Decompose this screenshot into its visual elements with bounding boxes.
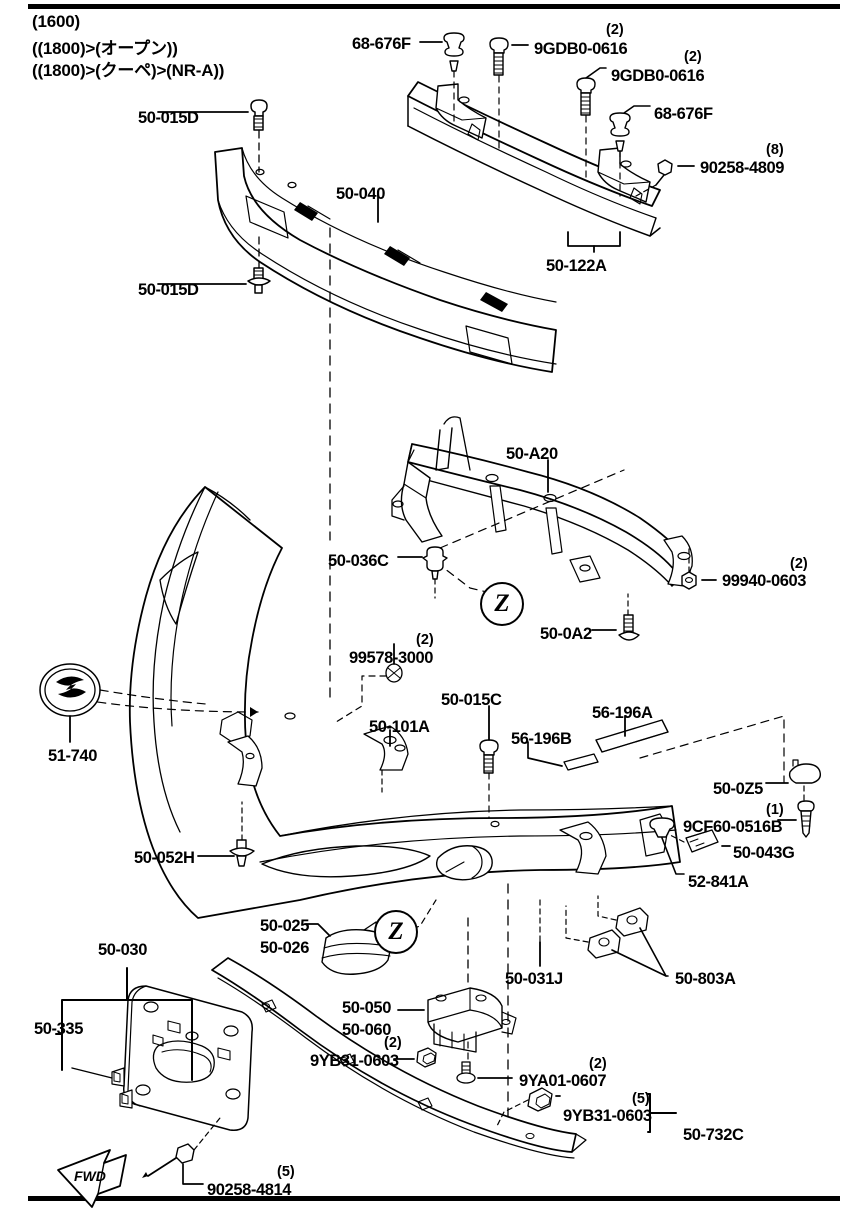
part-quantity-9cf60-0516b: (1) [766,802,784,818]
part-number-52-841a: 52-841A [688,873,749,891]
part-number-50-732c: 50-732C [683,1126,744,1144]
part-number-68-676f: 68-676F [352,35,411,53]
bottom-divider-rule [28,1196,840,1201]
part-number-9gdb0-0616: 9GDB0-0616 [611,67,705,85]
part-number-50-036c: 50-036C [328,552,389,570]
part-number-51-740: 51-740 [48,747,97,765]
part-quantity-9yb31-0603: (2) [384,1035,402,1051]
part-number-56-196b: 56-196B [511,730,572,748]
part-number-50-030: 50-030 [98,941,147,959]
part-number-50-122a: 50-122A [546,257,607,275]
part-number-50-0z5: 50-0Z5 [713,780,763,798]
part-number-50-040: 50-040 [336,185,385,203]
part-number-56-196a: 56-196A [592,704,653,722]
part-quantity-99578-3000: (2) [416,632,434,648]
part-number-50-a20: 50-A20 [506,445,558,463]
part-quantity-99940-0603: (2) [790,556,808,572]
part-number-50-052h: 50-052H [134,849,195,867]
part-number-9yb31-0603: 9YB31-0603 [310,1052,399,1070]
part-quantity-9ya01-0607: (2) [589,1056,607,1072]
section-marker-z-lower: Z [374,910,418,954]
part-number-9cf60-0516b: 9CF60-0516B [683,818,783,836]
part-number-50-026: 50-026 [260,939,309,957]
part-number-50-031j: 50-031J [505,970,563,988]
part-number-99578-3000: 99578-3000 [349,649,434,667]
part-quantity-9gdb0-0616: (2) [684,49,702,65]
part-quantity-90258-4814: (5) [277,1164,295,1180]
part-number-90258-4809: 90258-4809 [700,159,785,177]
part-number-50-050: 50-050 [342,999,391,1017]
part-number-9gdb0-0616: 9GDB0-0616 [534,40,628,58]
part-number-50-060: 50-060 [342,1021,391,1039]
part-number-99940-0603: 99940-0603 [722,572,807,590]
diagram-title-line-2: ((1800)>(オープン)) [32,39,178,58]
section-marker-z-upper: Z [480,582,524,626]
part-number-90258-4814: 90258-4814 [207,1181,292,1199]
part-quantity-90258-4809: (8) [766,142,784,158]
fwd-direction-label: FWD [74,1168,106,1184]
part-number-50-043g: 50-043G [733,844,795,862]
part-number-50-335: 50-335 [34,1020,83,1038]
part-quantity-9gdb0-0616: (2) [606,22,624,38]
part-number-50-803a: 50-803A [675,970,736,988]
part-number-68-676f: 68-676F [654,105,713,123]
part-quantity-9yb31-0603: (5) [632,1091,650,1107]
part-number-9ya01-0607: 9YA01-0607 [519,1072,607,1090]
part-number-50-025: 50-025 [260,917,309,935]
part-number-50-0a2: 50-0A2 [540,625,592,643]
part-number-9yb31-0603: 9YB31-0603 [563,1107,652,1125]
part-number-50-015c: 50-015C [441,691,502,709]
diagram-title-line-1: (1600) [32,12,80,31]
part-number-50-101a: 50-101A [369,718,430,736]
part-number-50-015d: 50-015D [138,109,199,127]
diagram-title-line-3: ((1800)>(クーペ)>(NR-A)) [32,61,225,80]
part-number-50-015d: 50-015D [138,281,199,299]
top-divider-rule [28,4,840,9]
